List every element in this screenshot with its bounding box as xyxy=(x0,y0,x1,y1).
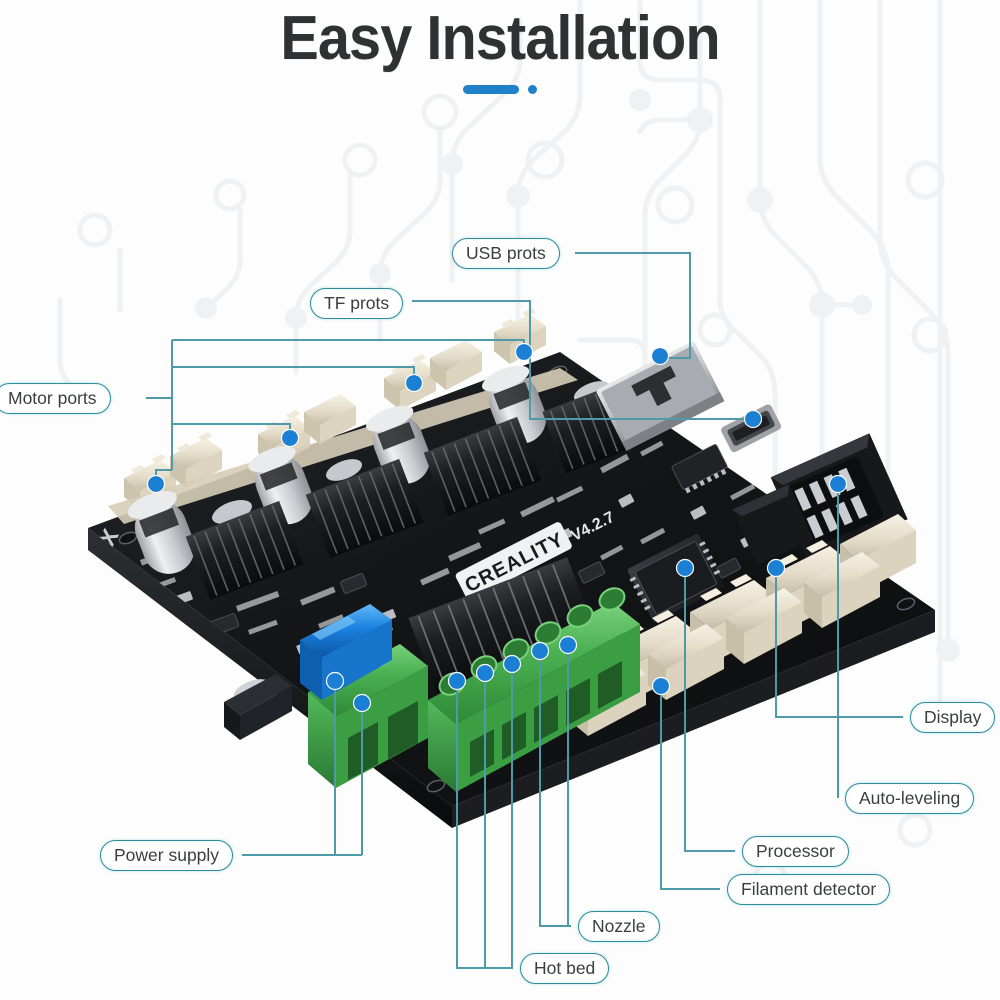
callout-label: Auto-leveling xyxy=(859,788,961,808)
divider-bar xyxy=(463,85,519,95)
callout-label: Nozzle xyxy=(592,916,646,936)
callout-label: USB prots xyxy=(466,243,546,263)
page-title: Easy Installation xyxy=(280,4,720,73)
secondary-box-header xyxy=(732,484,814,565)
callout-motor-ports[interactable]: Motor ports xyxy=(0,383,111,414)
page-header: Easy Installation xyxy=(0,0,1000,95)
divider-dot xyxy=(528,85,537,95)
callout-filament-detector[interactable]: Filament detector xyxy=(727,874,891,905)
misc-components xyxy=(224,674,292,740)
callout-auto-leveling[interactable]: Auto-leveling xyxy=(845,783,975,814)
usb-port xyxy=(721,404,782,453)
callout-processor[interactable]: Processor xyxy=(742,836,849,867)
callout-label: Filament detector xyxy=(741,879,877,899)
callout-label: TF prots xyxy=(324,293,390,313)
callout-usb-ports[interactable]: USB prots xyxy=(452,238,560,269)
callout-tf-ports[interactable]: TF prots xyxy=(310,288,404,319)
callout-power-supply[interactable]: Power supply xyxy=(100,840,234,871)
callout-label: Display xyxy=(924,707,982,727)
callout-label: Hot bed xyxy=(534,958,596,978)
callout-hot-bed[interactable]: Hot bed xyxy=(520,953,610,984)
callout-nozzle[interactable]: Nozzle xyxy=(578,911,660,942)
usb-controller-ic xyxy=(671,444,728,494)
callout-label: Motor ports xyxy=(8,388,97,408)
callout-label: Power supply xyxy=(114,845,220,865)
title-divider xyxy=(0,85,1000,95)
callout-label: Processor xyxy=(756,841,835,861)
callout-display[interactable]: Display xyxy=(910,702,996,733)
